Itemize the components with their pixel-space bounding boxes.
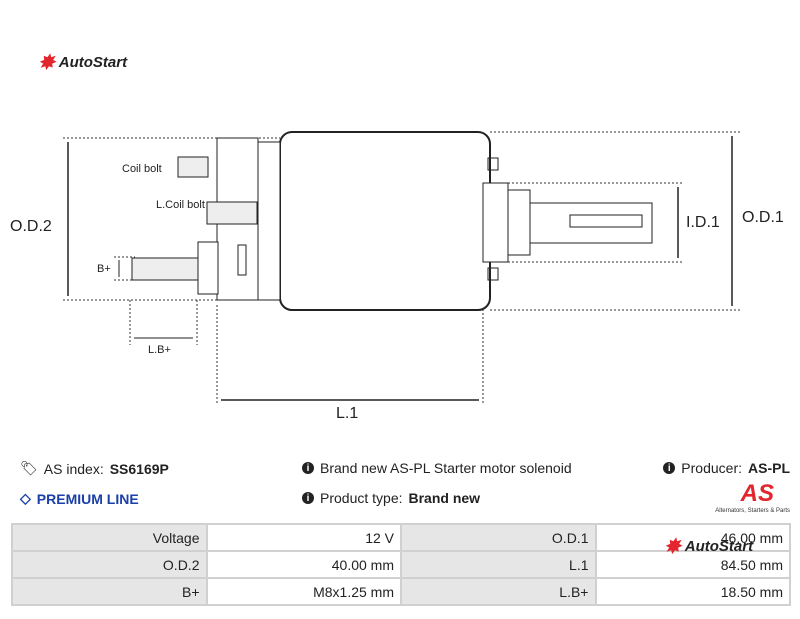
autostart-gear-icon: ✸ — [38, 52, 55, 74]
diamond-icon: ◇ — [20, 490, 31, 506]
l-coil-bolt-label: L.Coil bolt — [156, 199, 205, 211]
tags-icon: 🏷 — [20, 460, 38, 476]
lb-label: L.B+ — [148, 344, 171, 356]
autostart-watermark: ✸ AutoStart — [664, 536, 754, 558]
id1-label: I.D.1 — [686, 214, 720, 231]
product-type: i Product type: Brand new — [302, 490, 480, 506]
bplus-label: B+ — [97, 263, 111, 275]
coil-bolt-label: Coil bolt — [122, 163, 162, 175]
l1-label: L.1 — [336, 405, 358, 420]
autostart-logo: ✸ AutoStart — [38, 52, 128, 74]
premium-line-badge: ◇ PREMIUM LINE — [20, 490, 139, 507]
producer: i Producer: AS-PL — [663, 460, 790, 476]
as-index: 🏷 AS index: SS6169P — [20, 460, 169, 477]
od1-label: O.D.1 — [742, 209, 784, 226]
info-icon: i — [302, 492, 314, 504]
as-pl-logo: AS Alternators, Starters & Parts — [715, 480, 790, 514]
info-icon: i — [663, 462, 676, 474]
od2-label: O.D.2 — [10, 218, 52, 235]
autostart-gear-icon: ✸ — [664, 536, 681, 558]
description: i Brand new AS-PL Starter motor solenoid — [302, 460, 572, 476]
info-icon: i — [302, 462, 314, 474]
solenoid-diagram: O.D.2 O.D.1 I.D.1 L.1 L.B+ B+ Coil bolt … — [10, 131, 784, 420]
